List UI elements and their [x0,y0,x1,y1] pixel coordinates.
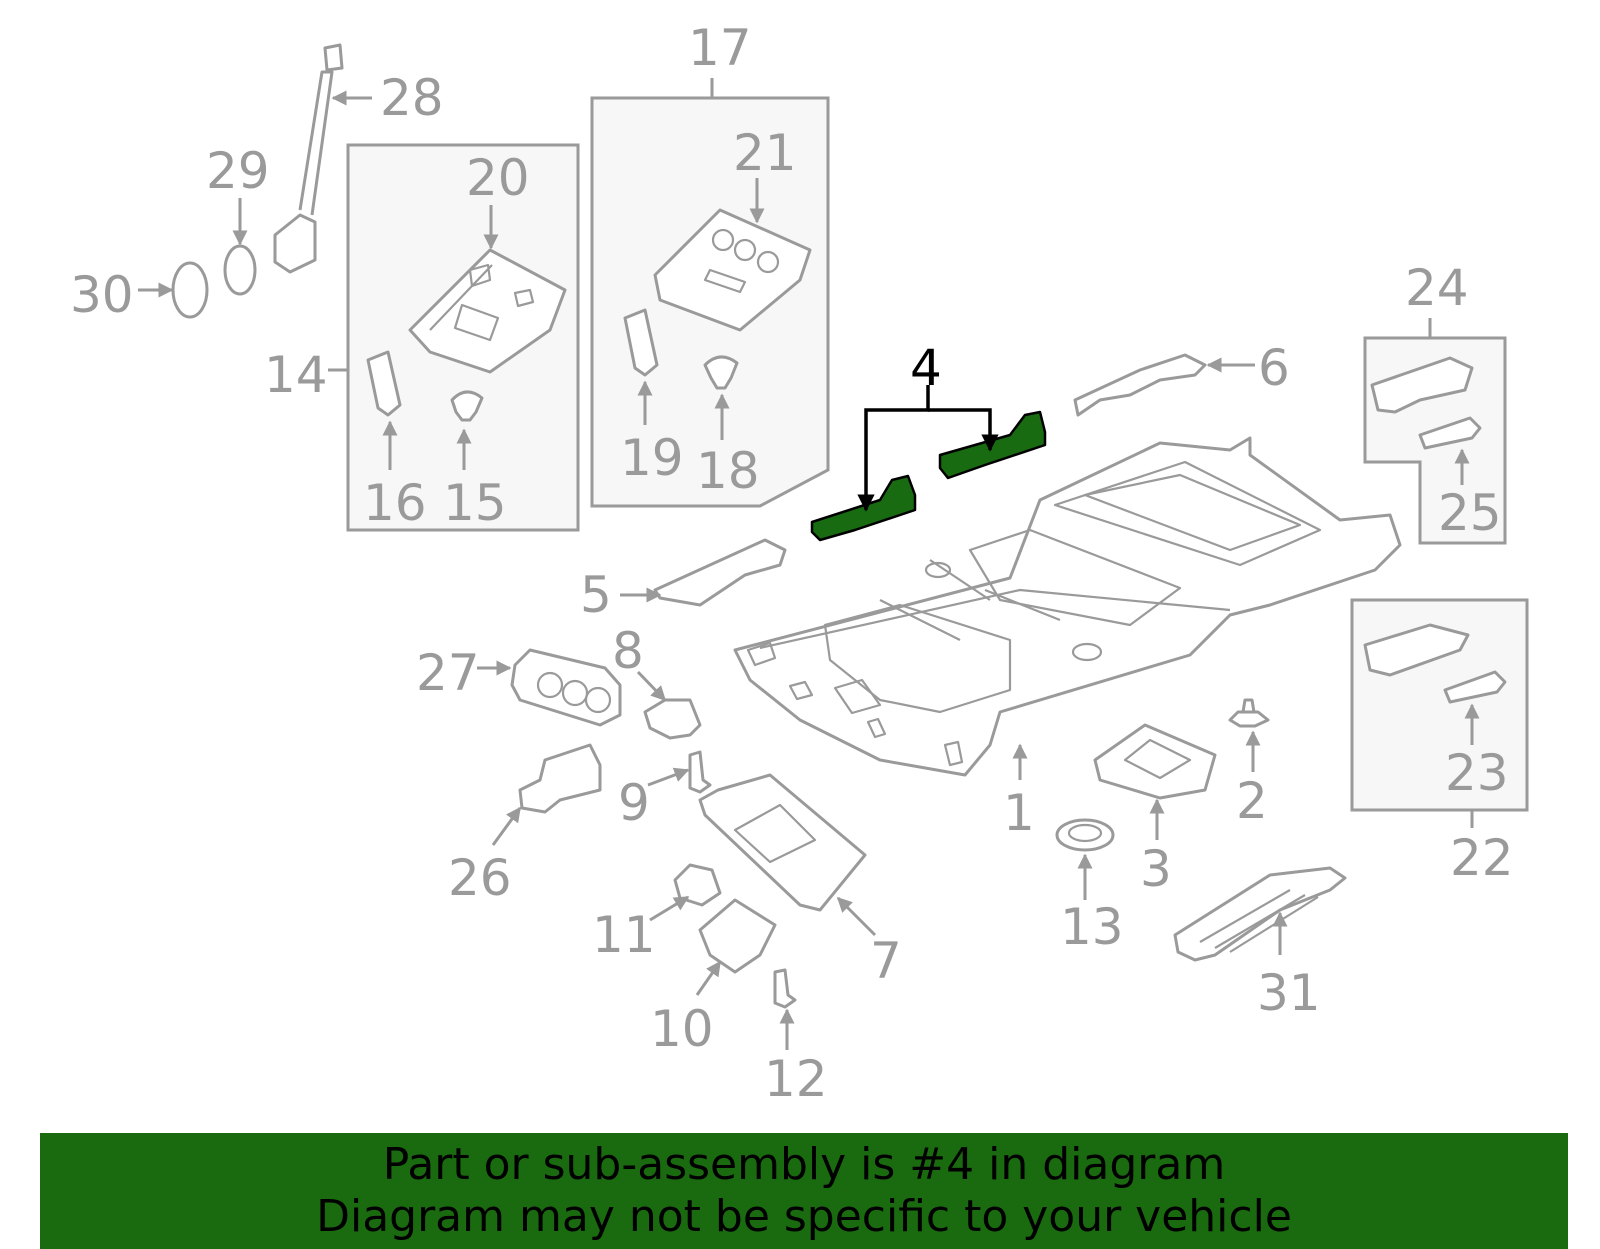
holder-part-8 [643,698,702,740]
group-box-22 [1350,598,1529,812]
callout-22: 22 [1450,829,1514,887]
trim-part-31 [1173,866,1347,962]
console-part-21 [653,208,812,332]
ring-part-29 [223,244,257,296]
control-part-27 [510,648,622,727]
leader-part-4 [857,385,999,512]
assist-grip-part-4 [810,410,1047,542]
frame-part-3 [1093,723,1217,800]
bulb-part-16 [366,350,402,417]
callout-20: 20 [466,149,530,207]
bulb-part-25 [1418,416,1482,450]
callout-27: 27 [416,644,480,702]
callout-2: 2 [1236,772,1268,830]
holder-part-11 [673,863,722,907]
callout-14: 14 [264,346,328,404]
banner-line-2: Diagram may not be specific to your vehi… [316,1191,1292,1242]
grommet-part-13 [1055,818,1115,852]
trim-part-6 [1073,353,1207,417]
antenna-part-28 [273,43,344,274]
callout-17: 17 [688,19,752,77]
callout-8: 8 [612,622,644,680]
lamp-part-26 [518,743,602,814]
clip-part-2 [1228,698,1270,728]
console-part-20 [408,248,567,374]
callout-31: 31 [1257,964,1321,1022]
bulb-part-23 [1443,670,1507,704]
screw-part-9 [688,750,712,794]
screw-part-12 [773,968,797,1009]
callout-4: 4 [910,339,942,397]
callout-23: 23 [1445,744,1509,802]
headliner-part [733,436,1402,777]
callout-9: 9 [618,774,650,832]
callout-16: 16 [363,474,427,532]
ring-part-30 [171,261,209,319]
callout-12: 12 [764,1050,828,1108]
callout-26: 26 [448,849,512,907]
callout-15: 15 [443,474,507,532]
callout-6: 6 [1258,339,1290,397]
callout-11: 11 [592,906,656,964]
callout-13: 13 [1060,898,1124,956]
callout-29: 29 [206,142,270,200]
clip-part-15 [450,390,484,422]
callout-1: 1 [1003,784,1035,842]
bulb-part-19 [623,308,659,377]
callout-10: 10 [650,1000,714,1058]
callout-labels: 1 2 3 4 5 6 7 8 9 10 11 12 13 14 15 16 1… [70,19,1514,1108]
callout-7: 7 [870,932,902,990]
lamp-part-24 [1370,356,1474,414]
callout-3: 3 [1140,840,1172,898]
callout-18: 18 [696,442,760,500]
callout-24: 24 [1405,259,1469,317]
callout-21: 21 [733,124,797,182]
callout-5: 5 [580,566,612,624]
callout-30: 30 [70,266,134,324]
sunvisor-part-7 [698,773,867,912]
callout-25: 25 [1438,484,1502,542]
lamp-part-22 [1363,623,1470,677]
trim-part-5 [653,538,787,607]
cover-part-10 [698,898,777,974]
leader-lines [138,78,1480,1050]
info-banner: Part or sub-assembly is #4 in diagram Di… [40,1133,1568,1249]
banner-line-1: Part or sub-assembly is #4 in diagram [382,1139,1226,1190]
callout-19: 19 [620,429,684,487]
callout-28: 28 [380,69,444,127]
clip-part-18 [703,355,739,390]
